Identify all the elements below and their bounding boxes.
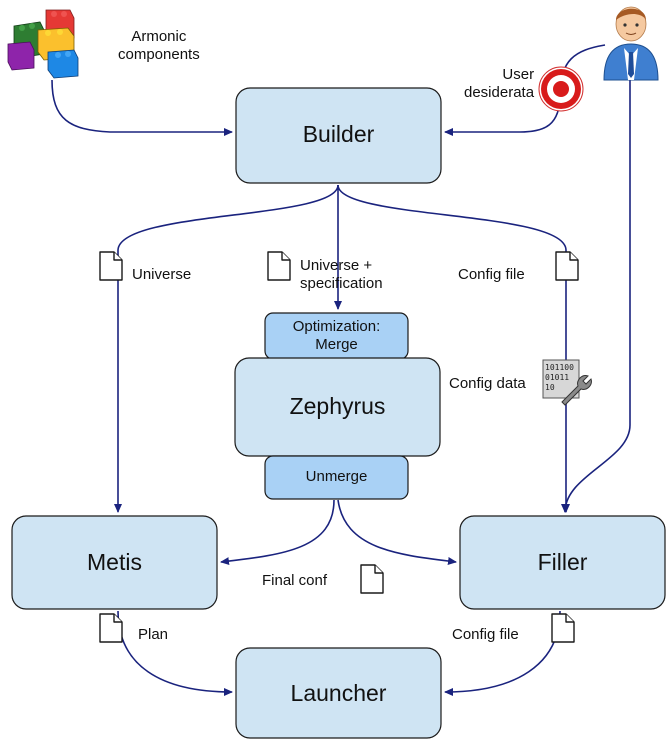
document-icon-plan-fold <box>113 614 122 623</box>
svg-text:101100: 101100 <box>545 363 574 372</box>
final-conf-label: Final conf <box>262 572 328 589</box>
svg-text:01011: 01011 <box>545 373 569 382</box>
builder-label: Builder <box>302 121 375 147</box>
document-icon-config-file-top <box>555 251 579 281</box>
document-icon-config-file-bottom-fold <box>565 614 574 623</box>
binary-wrench-icon: 101100 01011 10 <box>542 359 592 406</box>
edge-zephyrus-filler <box>337 499 457 565</box>
user-avatar-icon <box>603 6 659 81</box>
launcher-box <box>235 647 442 739</box>
armonic-components-label: Armonic components <box>118 28 200 63</box>
lego-blocks-icon <box>7 9 79 79</box>
document-icon-plan <box>99 613 123 643</box>
document-icon-final-conf-fold <box>374 565 383 574</box>
document-icon-universe-fold <box>113 252 122 261</box>
optimization-label: Optimization: Merge <box>265 318 408 354</box>
metis-box <box>11 515 218 610</box>
user-desiderata-label: User desiderata <box>464 66 535 101</box>
zephyrus-label: Zephyrus <box>289 393 386 419</box>
builder-box <box>235 87 442 184</box>
edge-builder-filler <box>337 184 570 513</box>
target-icon <box>538 66 584 112</box>
universe-spec-label: Universe + specification <box>300 257 383 292</box>
edge-user-filler <box>561 78 631 513</box>
document-icon-config-file-bottom <box>551 613 575 643</box>
document-icon-universe <box>99 251 123 281</box>
unmerge-box <box>264 455 409 500</box>
document-icon-universe-spec-fold <box>281 252 290 261</box>
launcher-label: Launcher <box>290 680 387 706</box>
edge-zephyrus-metis <box>220 499 335 566</box>
svg-text:10: 10 <box>545 383 555 392</box>
document-icon-final-conf <box>360 564 384 594</box>
filler-box <box>459 515 666 610</box>
metis-label: Metis <box>87 549 142 575</box>
edge-metis-launcher <box>117 610 233 696</box>
document-icon-config-file-top-fold <box>569 252 578 261</box>
optimization-text: Optimization: Merge <box>292 318 381 353</box>
config-file-bottom-label: Config file <box>452 626 519 643</box>
document-icon-universe-spec <box>267 251 291 281</box>
filler-label: Filler <box>537 549 588 575</box>
plan-label: Plan <box>138 626 169 643</box>
edge-builder-metis <box>114 184 339 513</box>
config-data-label: Config data <box>449 375 526 392</box>
edge-filler-launcher <box>444 610 561 696</box>
universe-label: Universe <box>132 266 192 283</box>
edge-armonic-builder <box>51 79 233 136</box>
unmerge-label: Unmerge <box>305 468 368 485</box>
config-file-top-label: Config file <box>458 266 525 283</box>
